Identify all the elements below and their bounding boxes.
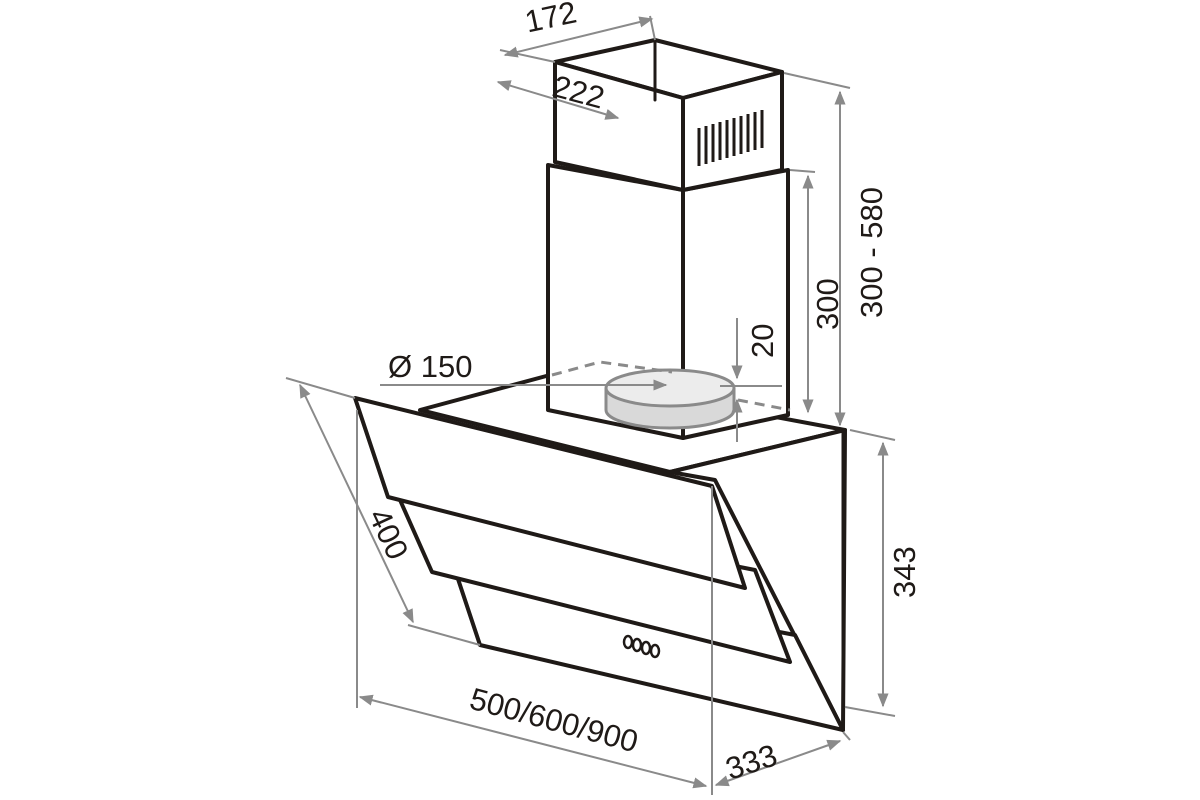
vent-grille-icon bbox=[697, 110, 764, 166]
dim-body-height: 343 bbox=[887, 546, 922, 598]
dim-chimney-height-range: 300 - 580 bbox=[854, 187, 889, 318]
hidden-plate-edge-right bbox=[737, 398, 791, 412]
dim-duct-offset: 20 bbox=[745, 324, 780, 358]
dim-chimney-width: 172 bbox=[522, 0, 580, 39]
dim-duct-diameter: Ø 150 bbox=[388, 349, 472, 384]
dim-inner-chimney-height: 300 bbox=[810, 278, 845, 330]
duct-outlet bbox=[604, 368, 736, 430]
dim-body-depth: 333 bbox=[721, 737, 781, 786]
control-buttons-icon bbox=[622, 634, 661, 659]
dimension-lines bbox=[285, 15, 896, 795]
